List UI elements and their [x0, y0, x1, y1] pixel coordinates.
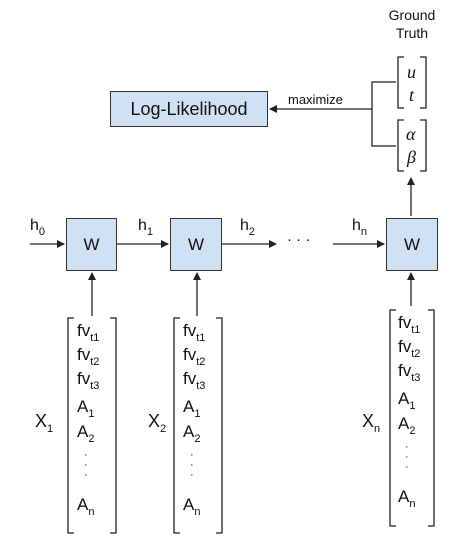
x1-label: X1 [35, 411, 54, 435]
ground-truth-label-line1: Ground [388, 7, 436, 23]
cell-w-1-label: W [83, 234, 100, 254]
gt-top-bracket-left [397, 56, 404, 109]
gt-t: t [409, 85, 415, 105]
hn-label: hn [352, 217, 368, 238]
gt-alpha: α [406, 124, 416, 144]
log-likelihood-box: Log-Likelihood [110, 91, 268, 127]
xn-bracket-right [428, 309, 435, 527]
chain-ellipsis: · · · [287, 231, 311, 248]
h2-label: h2 [240, 217, 256, 238]
xn-row-a2: A2 [398, 414, 416, 437]
x1-row-fv3: fvt3 [77, 369, 100, 392]
x2-row-a1: A1 [183, 397, 201, 420]
cell-w-2: W [170, 218, 222, 271]
cell-w-2-label: W [187, 234, 205, 254]
gt-bottom-bracket-left [397, 119, 404, 172]
x1-row-fv2: fvt2 [77, 345, 100, 368]
log-likelihood-label: Log-Likelihood [130, 98, 248, 119]
xn-row-fv2: fvt2 [398, 337, 421, 360]
xn-label: Xn [362, 411, 381, 435]
gt-bottom-bracket-right [420, 119, 427, 172]
x2-label: X2 [148, 411, 167, 435]
ground-truth-label: Ground Truth [381, 6, 443, 42]
x2-row-fv3: fvt3 [183, 369, 206, 392]
xn-row-a1: A1 [398, 389, 416, 412]
ground-truth-label-line2: Truth [395, 25, 429, 41]
xn-row-an: An [398, 487, 416, 510]
x1-row-a1: A1 [77, 397, 95, 420]
x2-bracket-right [216, 317, 223, 534]
x2-vdots: ··· [190, 449, 194, 481]
h0-label: h0 [30, 217, 46, 238]
x2-row-a2: A2 [183, 422, 201, 445]
x1-vdots: ··· [84, 449, 88, 481]
x1-bracket-left [67, 317, 74, 534]
x1-row-an: An [77, 495, 95, 518]
cell-w-n-label: W [403, 234, 421, 254]
x1-row-fv1: fvt1 [77, 321, 100, 344]
xn-bracket-left [389, 309, 396, 527]
x2-row-fv2: fvt2 [183, 345, 206, 368]
x2-row-fv1: fvt1 [183, 321, 206, 344]
cell-w-n: W [386, 218, 438, 271]
xn-row-fv3: fvt3 [398, 361, 421, 384]
x2-bracket-left [173, 317, 180, 534]
gt-top-bracket-right [420, 56, 427, 109]
x1-row-a2: A2 [77, 422, 95, 445]
maximize-label: maximize [288, 92, 343, 107]
gt-beta: β [407, 147, 416, 167]
ground-truth-brace [371, 81, 396, 147]
cell-w-1: W [66, 218, 117, 271]
x1-bracket-right [110, 317, 117, 534]
gt-u: u [407, 62, 416, 82]
x2-row-an: An [183, 495, 201, 518]
xn-vdots: ··· [405, 441, 409, 473]
h1-label: h1 [138, 217, 154, 238]
xn-row-fv1: fvt1 [398, 313, 421, 336]
